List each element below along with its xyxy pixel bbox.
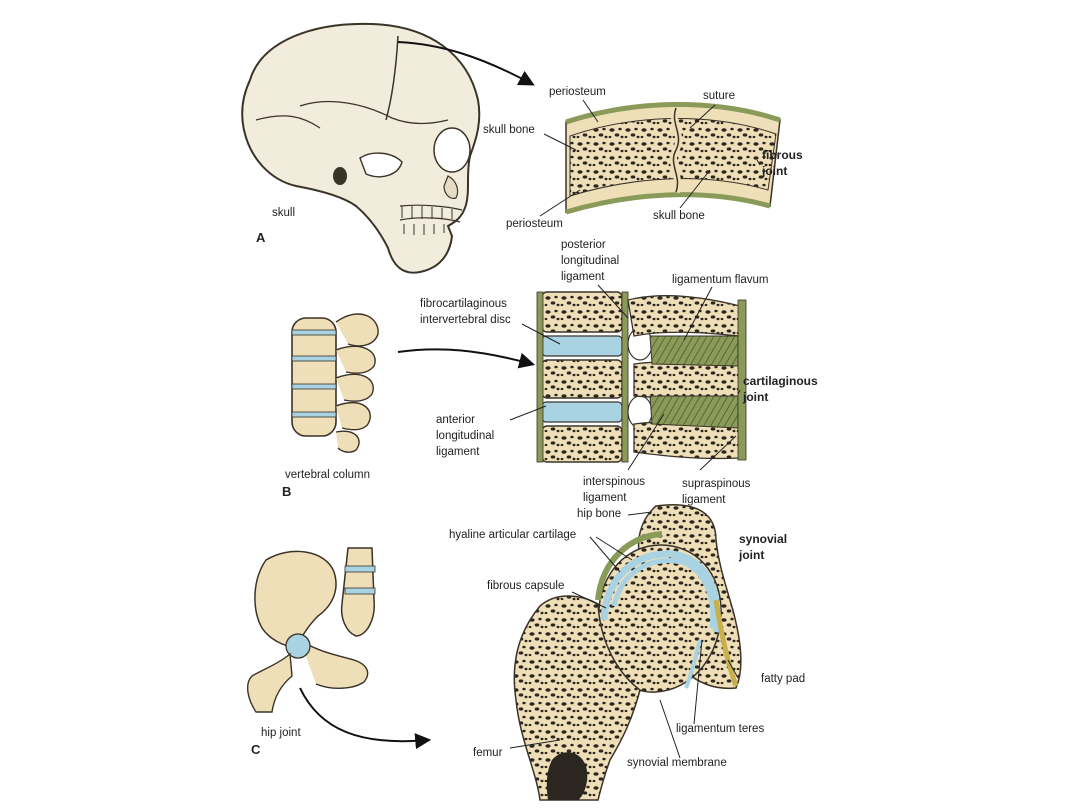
label-fibrous-capsule: fibrous capsule bbox=[487, 580, 565, 592]
label-hip-joint: hip joint bbox=[261, 727, 301, 739]
label-ligamentum-teres: ligamentum teres bbox=[676, 723, 765, 735]
label-fibrous-joint: fibrous joint bbox=[762, 148, 803, 178]
panel-letter-b: B bbox=[282, 484, 292, 499]
label-femur: femur bbox=[473, 747, 503, 759]
suture-cross-section bbox=[565, 102, 781, 215]
label-skull: skull bbox=[272, 207, 296, 219]
label-supraspinous-ligament: supraspinous ligament bbox=[682, 478, 751, 506]
arrow-hip-to-section bbox=[299, 687, 432, 750]
label-ligamentum-flavum: ligamentum flavum bbox=[672, 274, 769, 286]
label-anterior-longitudinal-ligament: anterior longitudinal ligament bbox=[436, 414, 495, 458]
leaders-panel-b bbox=[509, 284, 741, 471]
label-vertebral-column: vertebral column bbox=[285, 469, 371, 481]
label-hip-bone: hip bone bbox=[577, 508, 622, 520]
label-interspinous-ligament: interspinous ligament bbox=[583, 476, 646, 504]
label-synovial-joint: synovial joint bbox=[739, 532, 788, 562]
vertebral-column-illustration bbox=[291, 313, 379, 453]
skull-illustration bbox=[241, 22, 481, 274]
hip-joint-cross-section bbox=[513, 504, 742, 801]
label-hyaline-articular-cartilage: hyaline articular cartilage bbox=[449, 529, 577, 541]
leaders-panel-c bbox=[509, 511, 739, 759]
panel-letter-a: A bbox=[256, 230, 266, 245]
label-synovial-membrane: synovial membrane bbox=[627, 757, 727, 769]
label-suture: suture bbox=[703, 90, 735, 102]
label-periosteum-top: periosteum bbox=[549, 86, 606, 98]
label-skull-bone-left: skull bone bbox=[483, 124, 535, 136]
panel-letter-c: C bbox=[251, 742, 261, 757]
label-intervertebral-disc: fibrocartilaginous intervertebral disc bbox=[420, 298, 511, 326]
label-fatty-pad: fatty pad bbox=[761, 673, 806, 685]
label-posterior-longitudinal-ligament: posterior longitudinal ligament bbox=[561, 239, 620, 283]
intervertebral-cross-section bbox=[536, 291, 747, 463]
arrow-spine-to-section bbox=[397, 348, 536, 369]
label-skull-bone-right: skull bone bbox=[653, 210, 705, 222]
hip-joint-illustration bbox=[246, 547, 376, 713]
label-cartilaginous-joint: cartilaginous joint bbox=[743, 374, 818, 404]
label-periosteum-bottom: periosteum bbox=[506, 218, 563, 230]
arrow-skull-to-suture bbox=[397, 41, 535, 86]
leaders-panel-a bbox=[539, 99, 761, 217]
